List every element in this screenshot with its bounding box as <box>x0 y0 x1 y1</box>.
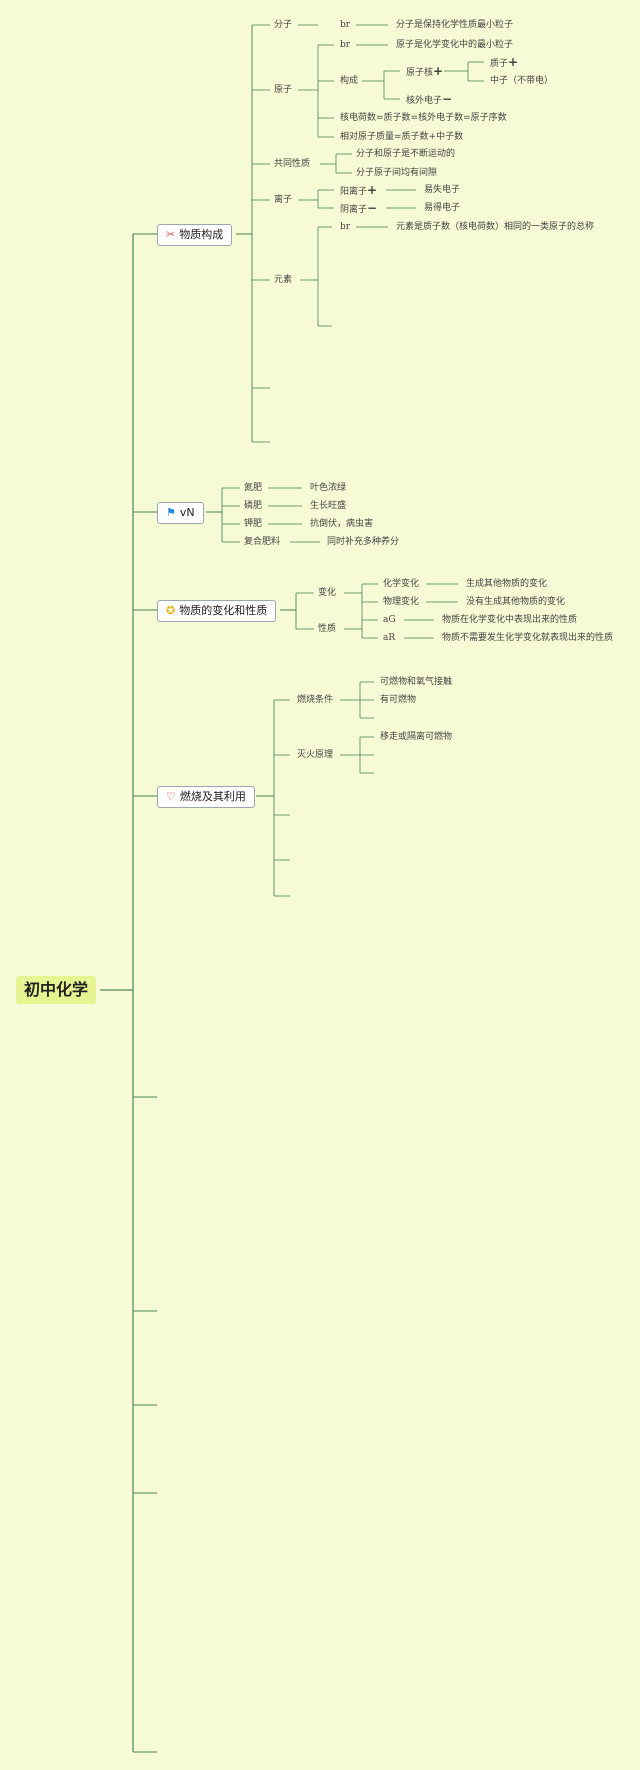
flag-icon: ⚑ <box>166 506 176 519</box>
node-property-b-text[interactable]: 物质不需要发生化学变化就表现出来的性质 <box>442 633 614 643</box>
node-structure[interactable]: 构成 <box>340 76 359 86</box>
branch-label: 物质的变化和性质 <box>179 604 268 617</box>
node-molecule-tag: br <box>340 20 351 30</box>
node-anion[interactable]: 阴离子− <box>340 201 378 215</box>
node-atom-text: 原子是化学变化中的最小粒子 <box>396 40 514 50</box>
node-atom[interactable]: 原子 <box>274 85 293 95</box>
node-fertilizer-p[interactable]: 磷肥 <box>244 501 263 511</box>
node-property-a[interactable]: aG <box>383 615 396 625</box>
tools-icon: ✂ <box>166 228 176 241</box>
node-extinguish[interactable]: 灭火原理 <box>297 750 334 760</box>
node-atom-fact2[interactable]: 相对原子质量=质子数+中子数 <box>340 132 464 142</box>
node-molecule[interactable]: 分子 <box>274 20 293 30</box>
node-common-p1[interactable]: 分子和原子是不断运动的 <box>356 149 456 159</box>
node-nucleus[interactable]: 原子核+ <box>406 64 444 78</box>
node-common[interactable]: 共同性质 <box>274 159 311 169</box>
node-chemical-change[interactable]: 化学变化 <box>383 579 420 589</box>
node-anion-text[interactable]: 易得电子 <box>424 203 461 213</box>
branch-label: 燃烧及其利用 <box>179 790 246 803</box>
star-icon: ✪ <box>166 604 176 617</box>
heart-icon: ♡ <box>166 790 176 803</box>
node-fertilizer-k[interactable]: 钾肥 <box>244 519 263 529</box>
node-physical-change[interactable]: 物理变化 <box>383 597 420 607</box>
node-chemical-change-text[interactable]: 生成其他物质的变化 <box>466 579 548 589</box>
branch-fertilizer[interactable]: ⚑ vN <box>157 502 204 524</box>
branch-label: 物质构成 <box>179 228 224 241</box>
node-fertilizer-k-text[interactable]: 抗倒伏，病虫害 <box>310 519 374 529</box>
node-fertilizer-p-text[interactable]: 生长旺盛 <box>310 501 347 511</box>
node-atom-tag: br <box>340 40 351 50</box>
node-fertilizer-compound-text[interactable]: 同时补充多种养分 <box>327 537 400 547</box>
node-fertilizer-n-text[interactable]: 叶色浓绿 <box>310 483 347 493</box>
node-fertilizer-compound[interactable]: 复合肥料 <box>244 537 281 547</box>
node-molecule-text: 分子是保持化学性质最小粒子 <box>396 20 514 30</box>
node-neutron[interactable]: 中子（不带电） <box>490 76 554 86</box>
node-condition[interactable]: 燃烧条件 <box>297 695 334 705</box>
node-cation[interactable]: 阳离子+ <box>340 183 378 197</box>
branch-combustion[interactable]: ♡ 燃烧及其利用 <box>157 786 255 808</box>
node-cation-text[interactable]: 易失电子 <box>424 185 461 195</box>
node-ion[interactable]: 离子 <box>274 195 293 205</box>
node-element-tag: br <box>340 222 351 232</box>
node-property-b[interactable]: aR <box>383 633 396 643</box>
node-element[interactable]: 元素 <box>274 275 293 285</box>
branch-change[interactable]: ✪ 物质的变化和性质 <box>157 600 277 622</box>
node-physical-change-text[interactable]: 没有生成其他物质的变化 <box>466 597 566 607</box>
node-fertilizer-n[interactable]: 氮肥 <box>244 483 263 493</box>
node-extinguish-1[interactable]: 移走或隔离可燃物 <box>380 732 453 742</box>
node-change[interactable]: 变化 <box>318 588 337 598</box>
node-condition-1[interactable]: 可燃物和氧气接触 <box>380 677 453 687</box>
node-property-a-text[interactable]: 物质在化学变化中表现出来的性质 <box>442 615 578 625</box>
branch-matter[interactable]: ✂ 物质构成 <box>157 224 233 246</box>
node-proton[interactable]: 质子+ <box>490 55 519 69</box>
node-common-p2[interactable]: 分子原子间均有间隙 <box>356 168 438 178</box>
branch-label: vN <box>179 506 195 519</box>
node-condition-2[interactable]: 有可燃物 <box>380 695 417 705</box>
node-atom-fact1[interactable]: 核电荷数=质子数=核外电子数=原子序数 <box>340 113 507 123</box>
node-electron[interactable]: 核外电子− <box>406 92 453 106</box>
root-node[interactable]: 初中化学 <box>16 976 97 1004</box>
node-element-text[interactable]: 元素是质子数（核电荷数）相同的一类原子的总称 <box>396 222 595 232</box>
node-property[interactable]: 性质 <box>318 624 337 634</box>
